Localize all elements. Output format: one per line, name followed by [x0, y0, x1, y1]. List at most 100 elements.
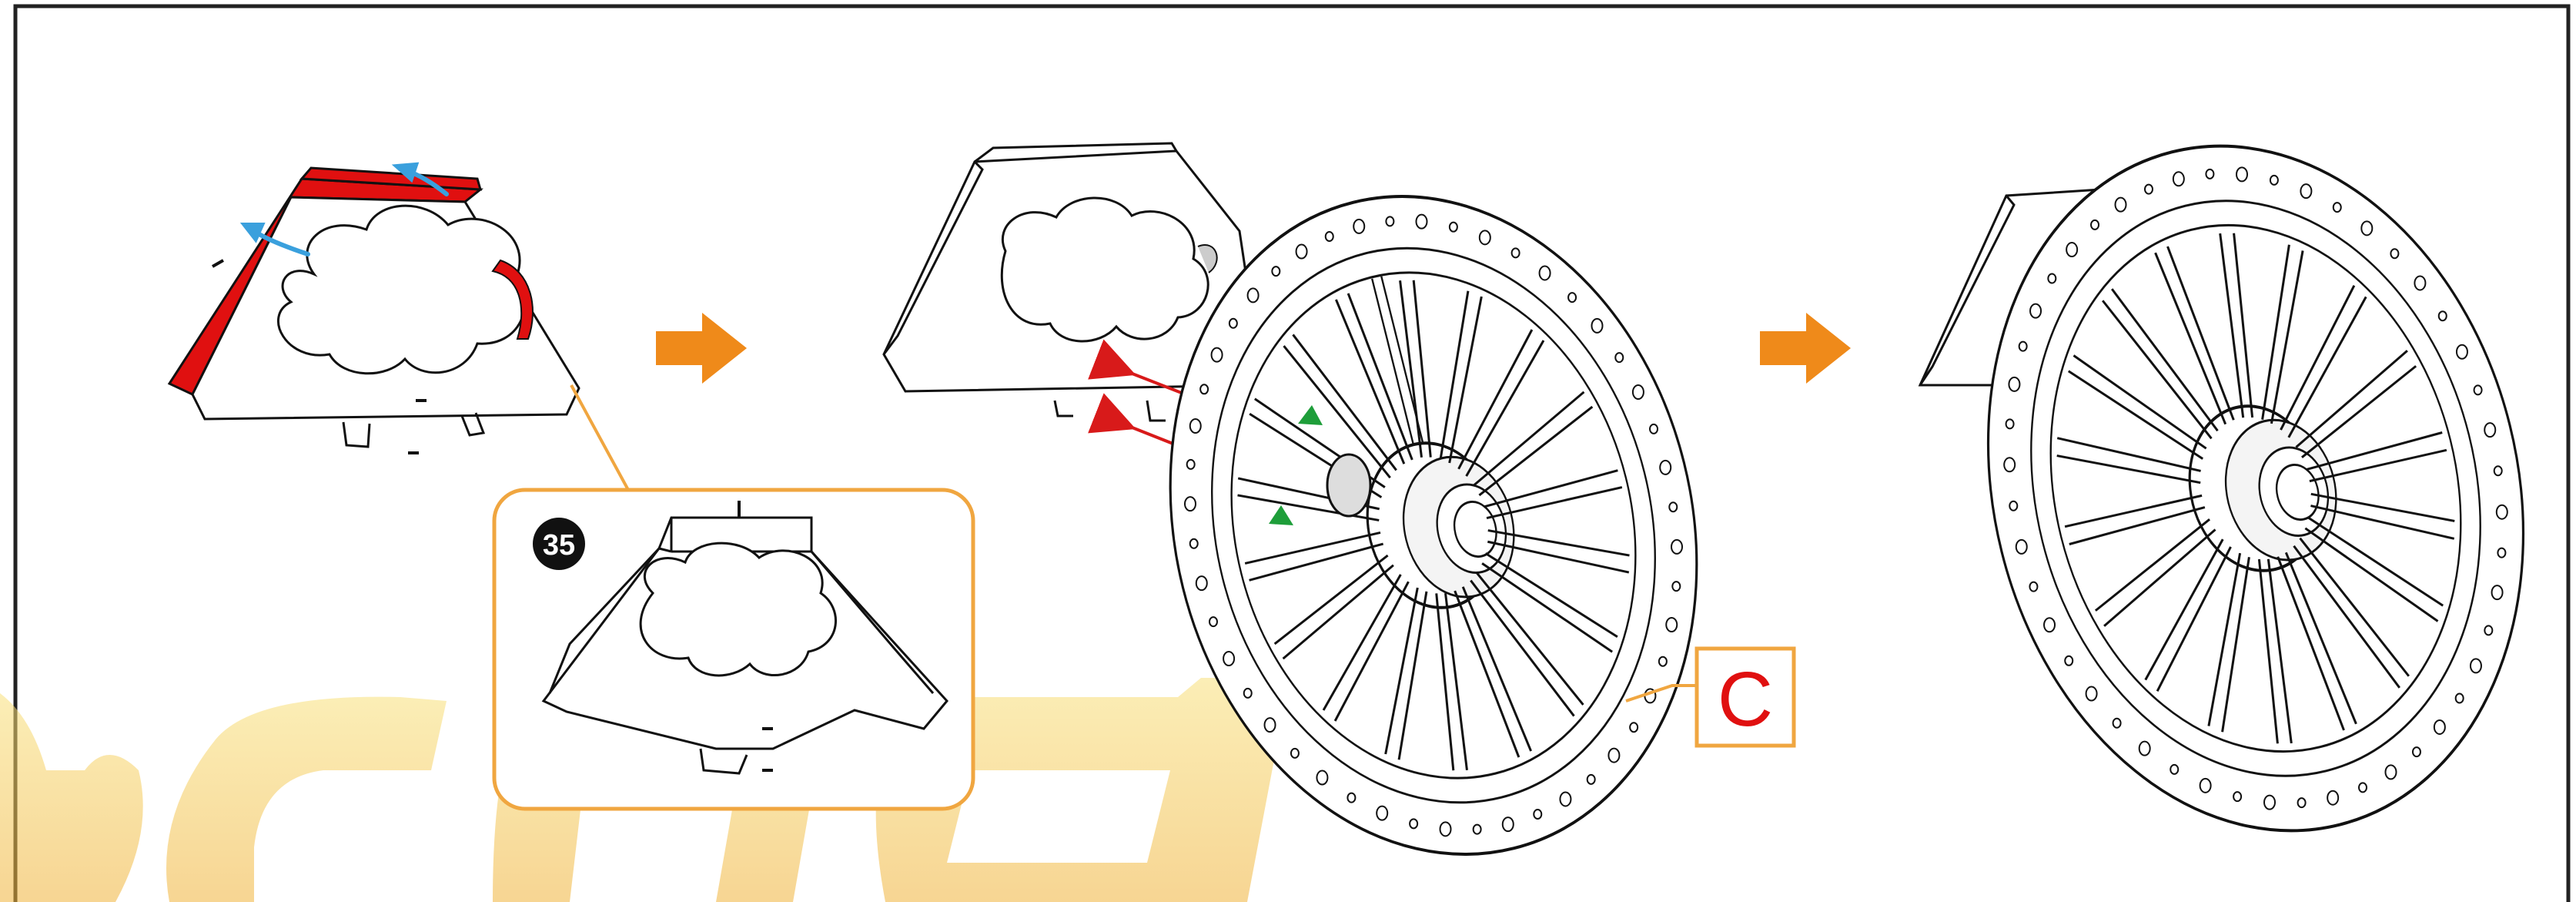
rim-hole	[1295, 243, 1308, 260]
wheel-spoke	[2233, 233, 2254, 418]
rim-hole	[1607, 747, 1621, 763]
wheel-spoke	[1487, 529, 1630, 557]
rim-hole	[2493, 465, 2503, 477]
rim-hole	[1649, 423, 1659, 434]
rim-hole	[1195, 575, 1208, 592]
rim-hole	[2411, 746, 2421, 758]
wheel-spoke	[2219, 233, 2245, 418]
rim-hole	[2233, 791, 2243, 803]
wheel-spoke	[2073, 354, 2207, 450]
rim-hole	[2066, 242, 2079, 258]
wheel-spoke	[1478, 405, 1594, 497]
rim-hole	[1186, 458, 1196, 470]
triangle-marker-icon	[1269, 505, 1293, 525]
wheel-spoke	[2064, 494, 2203, 528]
rim-hole	[2009, 500, 2019, 511]
rim-hole	[2199, 777, 2212, 793]
wheel-spoke	[2293, 545, 2400, 689]
rim-hole	[1658, 656, 1668, 667]
wheel-spoke	[1461, 586, 1532, 752]
rim-hole	[1263, 717, 1276, 733]
rim-hole	[2269, 174, 2279, 186]
wheel-spoke	[1322, 574, 1402, 711]
wheel-spoke	[2067, 370, 2204, 460]
wheel-spoke	[2144, 538, 2224, 681]
rim-hole	[2015, 538, 2028, 555]
wheel-spoke	[1444, 592, 1468, 771]
wheel-spoke	[1483, 469, 1618, 508]
part-letter: C	[1718, 656, 1773, 743]
wheel-spoke	[2154, 252, 2227, 425]
step-callout: 35	[492, 384, 975, 811]
wheel-rim-holes	[1183, 213, 1684, 837]
wheel-spoke	[1454, 590, 1521, 758]
rim-hole	[1567, 292, 1577, 303]
rim-hole	[2085, 686, 2098, 702]
rim-hole	[2090, 219, 2100, 230]
rim-hole	[2043, 617, 2056, 633]
rim-hole	[2473, 384, 2483, 396]
wheel-spoke	[2301, 365, 2417, 459]
rim-hole	[2138, 740, 2151, 756]
rim-hole	[1591, 317, 1604, 334]
wheel-spoke	[2261, 244, 2290, 420]
wheel-spoke	[2069, 506, 2206, 545]
wheel-spoke	[1487, 540, 1630, 574]
page-frame	[13, 4, 2571, 902]
rim-hole	[1243, 687, 1253, 699]
step-number: 35	[543, 529, 575, 562]
wheel-spoke	[1292, 334, 1397, 471]
wheel-spoke	[1237, 494, 1380, 521]
rim-hole	[2143, 183, 2153, 195]
rim-hole	[1409, 818, 1419, 830]
wheel-spoke	[1244, 531, 1381, 565]
rim-hole	[1533, 808, 1543, 820]
rim-hole	[1290, 747, 1300, 759]
wheel-spoke	[1273, 554, 1389, 645]
rim-hole	[1189, 417, 1202, 434]
rim-hole	[2327, 790, 2340, 806]
rim-hole	[2384, 764, 2397, 780]
rim-hole	[2454, 692, 2464, 704]
wheel-spoke	[1347, 293, 1413, 461]
rim-hole	[2437, 310, 2447, 322]
rim-hole	[2495, 504, 2508, 520]
rim-hole	[2047, 273, 2057, 284]
rim-hole	[1347, 792, 1357, 803]
rim-hole	[2484, 422, 2497, 438]
rim-hole	[1559, 791, 1572, 807]
rim-hole	[1223, 650, 1236, 666]
part-panel-fold-step	[167, 166, 580, 454]
wheel-spoke	[2310, 505, 2455, 540]
rim-hole	[1228, 317, 1238, 329]
rim-hole	[2170, 763, 2180, 775]
wheel-spoke	[1384, 587, 1419, 755]
rim-hole	[2112, 717, 2122, 729]
wheel-spoke	[1412, 280, 1432, 458]
step-number-badge	[533, 518, 585, 570]
rim-hole	[1586, 773, 1596, 785]
rim-hole	[1629, 722, 1639, 733]
wheel-spoke	[2304, 527, 2439, 622]
rim-hole	[2205, 168, 2215, 179]
rim-hole	[2358, 782, 2368, 793]
rim-hole	[1189, 538, 1199, 549]
rim-hole	[2360, 220, 2374, 236]
rim-hole	[2029, 581, 2039, 592]
rim-hole	[2236, 166, 2249, 183]
rim-hole	[1501, 816, 1514, 833]
rim-hole	[1478, 230, 1491, 246]
wheel-spoke	[2310, 492, 2455, 522]
rim-hole	[2018, 340, 2028, 352]
rim-hole	[2455, 344, 2468, 360]
wheel-spoke	[2306, 431, 2443, 471]
wheel-spoke	[2287, 296, 2367, 438]
rim-hole	[2003, 457, 2016, 473]
rim-hole	[2497, 547, 2507, 558]
rim-hole	[2390, 248, 2400, 260]
rim-hole	[2008, 376, 2021, 392]
wheel-spoke	[1448, 296, 1483, 464]
rim-hole	[1614, 352, 1624, 364]
rim-hole	[2005, 418, 2015, 430]
